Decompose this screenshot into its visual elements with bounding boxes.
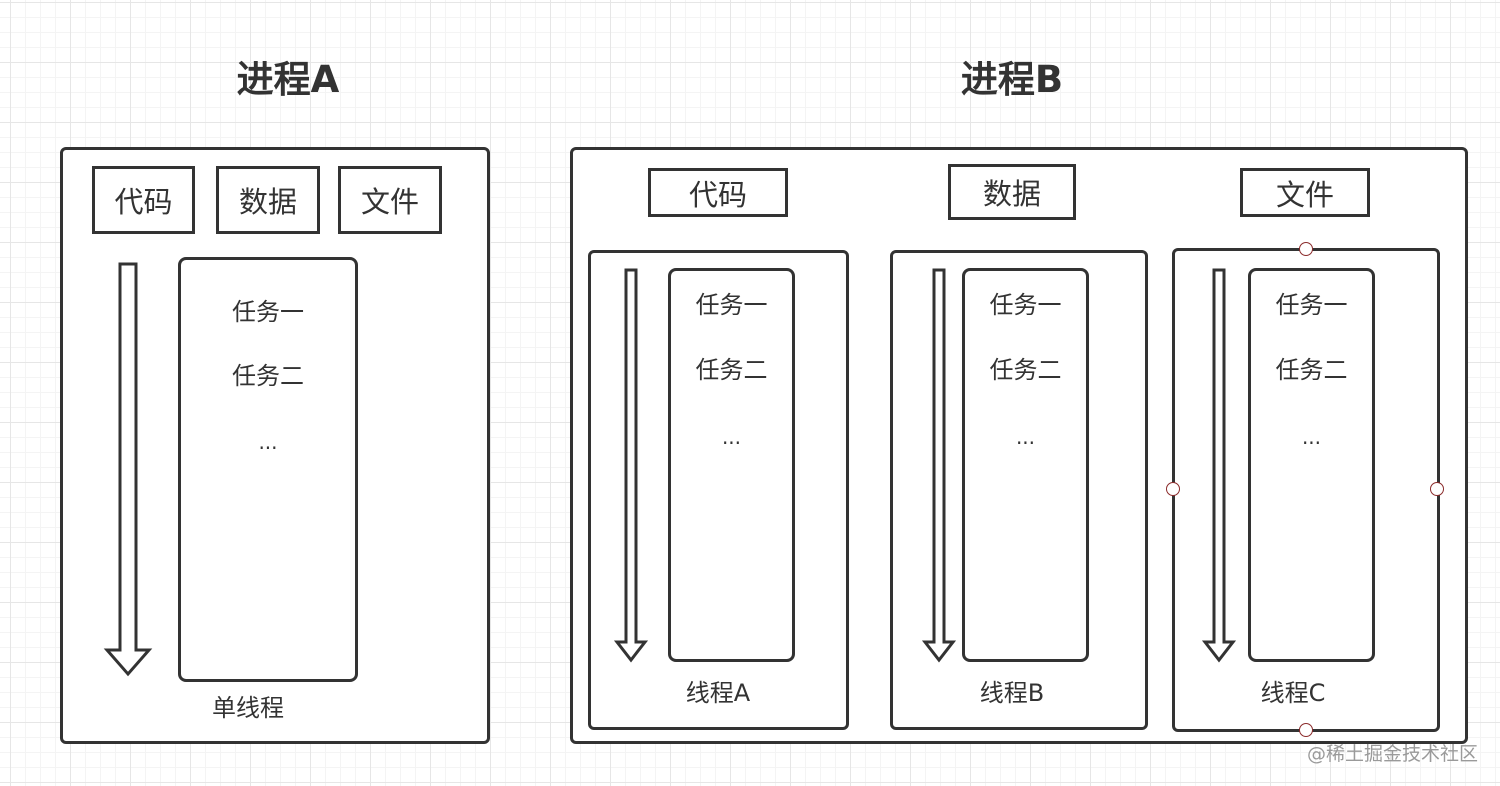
- thread-b-task-ellipsis: ...: [1015, 425, 1036, 449]
- process-a-thread-label: 单线程: [212, 694, 284, 722]
- thread-a-task-1: 任务一: [695, 291, 768, 319]
- process-b-file-box[interactable]: 文件: [1240, 168, 1370, 217]
- process-a-task-list[interactable]: 任务一 任务二 ...: [178, 257, 358, 682]
- process-a-data-label: 数据: [238, 185, 297, 219]
- thread-c-resize-handle-right[interactable]: [1430, 482, 1444, 496]
- thread-c-resize-handle-top[interactable]: [1299, 242, 1313, 256]
- thread-b-task-list[interactable]: 任务一 任务二 ...: [962, 268, 1089, 662]
- thread-c-resize-handle-left[interactable]: [1166, 482, 1180, 496]
- thread-a-task-list[interactable]: 任务一 任务二 ...: [668, 268, 795, 662]
- process-b-data-box[interactable]: 数据: [948, 164, 1076, 220]
- process-b-file-label: 文件: [1275, 177, 1334, 212]
- process-a-task-1: 任务一: [232, 298, 304, 326]
- process-a-file-box[interactable]: 文件: [338, 166, 442, 234]
- thread-c-down-arrow-icon: [1201, 268, 1237, 663]
- thread-a-label: 线程A: [685, 679, 751, 707]
- process-a-title: 进程A: [236, 58, 340, 101]
- process-a-task-ellipsis: ...: [258, 430, 278, 454]
- thread-a-task-ellipsis: ...: [721, 425, 742, 449]
- process-b-title: 进程B: [960, 58, 1064, 101]
- thread-a-task-2: 任务二: [695, 356, 768, 384]
- process-b-code-label: 代码: [688, 177, 747, 212]
- process-a-task-2: 任务二: [232, 362, 304, 390]
- thread-a-down-arrow-icon: [613, 268, 649, 663]
- thread-b-label: 线程B: [979, 679, 1045, 707]
- thread-c-task-list[interactable]: 任务一 任务二 ...: [1248, 268, 1375, 662]
- process-a-data-box[interactable]: 数据: [216, 166, 320, 234]
- thread-b-down-arrow-icon: [921, 268, 957, 663]
- watermark: @稀土掘金技术社区: [1306, 743, 1478, 765]
- thread-b-task-2: 任务二: [989, 356, 1062, 384]
- process-a-down-arrow-icon: [103, 262, 153, 677]
- process-b-code-box[interactable]: 代码: [648, 168, 788, 217]
- thread-c-task-ellipsis: ...: [1301, 425, 1322, 449]
- thread-b-task-1: 任务一: [989, 291, 1062, 319]
- thread-c-task-1: 任务一: [1275, 291, 1348, 319]
- process-b-data-label: 数据: [982, 177, 1041, 211]
- thread-c-resize-handle-bottom[interactable]: [1299, 723, 1313, 737]
- process-a-code-label: 代码: [114, 185, 173, 219]
- thread-c-task-2: 任务二: [1275, 356, 1348, 384]
- thread-c-label: 线程C: [1260, 679, 1326, 707]
- process-a-file-label: 文件: [360, 185, 419, 219]
- process-a-code-box[interactable]: 代码: [92, 166, 195, 234]
